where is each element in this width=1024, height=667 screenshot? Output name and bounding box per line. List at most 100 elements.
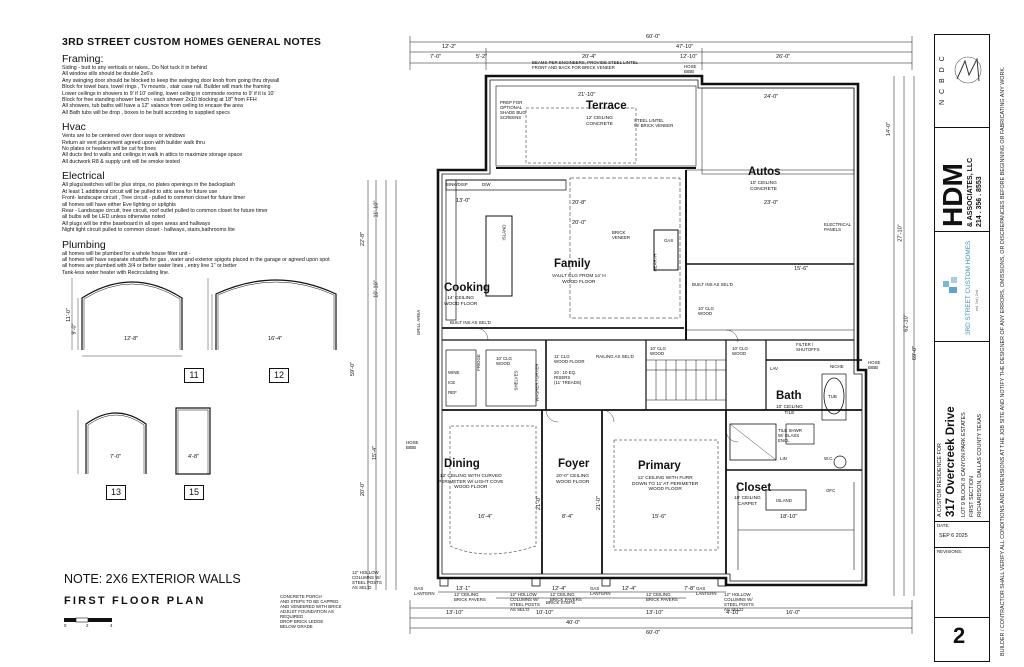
label-wood-4: 10' CLG WOOD: [496, 356, 512, 366]
notes-line: Return air vent placement agreed upon wi…: [62, 139, 205, 146]
project-section: FIRST SECTION: [969, 476, 975, 517]
dim-terrace-w: 21'-10": [578, 92, 596, 98]
detail-13: 7'-0" 13: [76, 406, 156, 500]
dim-top-e: 20'-4": [582, 54, 597, 60]
notes-line: Any swinging door should be blocked to k…: [62, 77, 280, 84]
detail-11-height: 11'-0": [65, 308, 72, 322]
firm-cell: HDM & ASSOCIATES, LLC 214 . 356 . 8553: [935, 127, 989, 232]
detail-15: 4'-8" 15: [164, 406, 214, 500]
plan-title: FIRST FLOOR PLAN: [64, 595, 206, 607]
notes-line: Front- landscape circuit , Tree circuit …: [62, 195, 246, 202]
date-value: SEP 6 2025: [939, 533, 968, 539]
dim-depth-a: 21'-0": [536, 495, 543, 511]
dim-bottom-f: 13'-1": [456, 586, 471, 592]
room-closet: Closet: [736, 482, 772, 494]
notes-heading: Electrical: [62, 170, 105, 183]
notes-line: All window sills should be double 2x6's: [62, 71, 153, 78]
dim-bottom-i: 7'-8": [684, 586, 696, 592]
brand-logo-icon: [943, 277, 957, 293]
dim-bottom-a: 13'-10": [446, 610, 464, 616]
notes-body: Framing:Siding - butt to any verticals o…: [62, 53, 352, 276]
project-lot: LOT 9 BLOCK 8 CANYON PARK ESTATES: [961, 412, 967, 517]
notes-line: All plugs will be inthe baseboard in all…: [62, 220, 211, 227]
dim-family-d: 20'-0": [572, 220, 587, 226]
note-steel-lintel: STEEL LINTEL W/ BRICK VENEER: [634, 118, 674, 128]
dim-left-d: 59'-0": [350, 361, 357, 377]
firm-logo: HDM: [937, 163, 968, 227]
notes-line: Rear - Landscape circuit, tree circuit, …: [62, 207, 268, 214]
dim-dining-w: 16'-4": [478, 514, 493, 520]
detail-11-tag: 11: [184, 368, 204, 383]
dim-closet-w: 18'-10": [780, 514, 798, 520]
dim-garage-side: 15'-6": [794, 266, 809, 272]
detail-15-tag: 15: [184, 485, 204, 500]
sheet-number-cell: 2: [935, 617, 989, 661]
label-wash: WASHER / DRYER: [534, 363, 540, 402]
label-hose-right: HOSE BIBB: [868, 360, 881, 370]
detail-15-width: 4'-8": [188, 454, 200, 460]
notes-line: All ducts tied to walls and ceilings in …: [62, 152, 243, 159]
title-block: N C B D C HDM & ASSOCIATES, LLC 214 . 35…: [934, 34, 990, 662]
notes-title: 3RD STREET CUSTOM HOMES GENERAL NOTES: [62, 36, 322, 48]
seal-cell: N C B D C: [935, 35, 989, 128]
label-tub: TUB: [828, 394, 837, 399]
dim-right-c: 62'-10": [903, 314, 910, 332]
label-hose-left: HOSE BIBB: [406, 440, 419, 450]
note-hollow-left: 12" HOLLOW COLUMNS W/ STEEL POSTS AS SEL…: [352, 570, 382, 590]
room-bath: Bath: [776, 390, 802, 402]
dim-top-a: 12'-2": [442, 44, 457, 50]
project-cell: A CUSTOM RESIDENCE FOR 317 Overcreek Dri…: [935, 341, 989, 522]
dim-foyer-w: 8'-4": [562, 514, 574, 520]
dim-bottom-e: 16'-0": [786, 610, 801, 616]
note-brick-pavers-right: 12' CEILING BRICK PAVERS: [646, 592, 678, 602]
project-city: RICHARDSON, DALLAS COUNTY TEXAS: [977, 413, 983, 517]
dim-left-e: 20'-0": [360, 481, 367, 497]
label-wc: W.C.: [824, 456, 834, 461]
dim-bottom-c: 13'-10": [646, 610, 664, 616]
note-hollow-right: 12" HOLLOW COLUMNS W/ STEEL POSTS AS SEL…: [724, 592, 754, 612]
scale-bar: 0 2 4: [64, 612, 124, 631]
notes-line: Block for free standing shower bench - e…: [62, 97, 257, 104]
room-terrace: Terrace: [586, 100, 627, 112]
label-risers: 20 : 10 EQ. RISERS (11' TREADS): [554, 370, 582, 385]
dim-bottom-h: 12'-4": [622, 586, 637, 592]
firm-phone: 214 . 356 . 8553: [976, 176, 983, 227]
notes-line: Block for towel bars, towel rings , Tv m…: [62, 84, 271, 91]
notes-line: No plates or headers will be cut for lin…: [62, 146, 156, 153]
dim-bottom-total: 60'-0": [646, 630, 661, 636]
notes-line: all homes are plumbed with 3/4 or better…: [62, 263, 237, 270]
dim-left-a: 22'-8": [360, 231, 367, 247]
revisions-cell: REVISIONS:: [935, 547, 989, 618]
notes-line: All showers, tub baths will have a 12" v…: [62, 103, 243, 110]
label-wood-3: 10' CLG WOOD: [732, 346, 748, 356]
room-cooking: Cooking: [444, 282, 490, 294]
scale-mark-0: 0: [64, 623, 67, 628]
label-wine: WINE: [448, 370, 460, 375]
note-hose-top: HOSE BIBB: [684, 64, 697, 74]
dim-bottom-b: 10'-10": [536, 610, 554, 616]
scale-mark-2: 2: [86, 623, 89, 628]
dim-top-b: 47'-10": [676, 44, 694, 50]
dim-right-b: 27'-10": [897, 224, 904, 242]
notes-heading: Framing:: [62, 53, 104, 65]
label-sink: SINK/DISP: [446, 182, 468, 187]
disclaimer: BUILDER / CONTRACTOR SHALL VERIFY ALL CO…: [1000, 66, 1006, 656]
exterior-wall-note: NOTE: 2X6 EXTERIOR WALLS: [64, 572, 241, 586]
label-fridge: FRIDGE: [475, 354, 481, 371]
note-hollow-mid: 12" HOLLOW COLUMNS W/ STEEL POSTS AS SEL…: [510, 592, 540, 612]
firm-name: & ASSOCIATES, LLC: [967, 157, 974, 227]
dim-top-f: 12'-10": [680, 54, 698, 60]
scale-mark-4: 4: [110, 623, 113, 628]
sheet-number: 2: [953, 623, 966, 648]
note-lantern-right: GAS LANTERN: [696, 586, 717, 596]
brand-name: 3RD STREET CUSTOM HOMES: [965, 240, 972, 335]
disclaimer-strip: BUILDER / CONTRACTOR SHALL VERIFY ALL CO…: [994, 36, 1016, 660]
brand-tagline: est. 3rd | 2nd: [975, 290, 979, 311]
